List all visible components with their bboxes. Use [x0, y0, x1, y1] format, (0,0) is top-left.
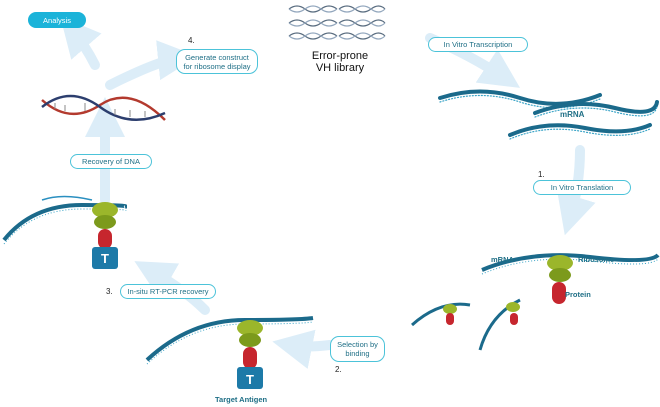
dna-library-icon: [288, 5, 386, 40]
recovery-of-dna-box: Recovery of DNA: [70, 154, 152, 169]
ribosome-label: Ribosome: [578, 255, 615, 264]
dna-helix-icon: [41, 94, 166, 121]
transcription-label: In Vitro Transcription: [443, 40, 513, 49]
rtpcr-label: In-situ RT-PCR recovery: [127, 287, 209, 296]
library-title: Error-prone VH library: [300, 50, 380, 74]
mrna-label-top: mRNA: [560, 110, 585, 119]
in-vitro-translation-box: In Vitro Translation: [533, 180, 631, 195]
rt-pcr-recovery-box: In-situ RT-PCR recovery: [120, 284, 216, 299]
recovery-complex-icon: T: [2, 195, 127, 269]
svg-text:T: T: [246, 372, 254, 387]
selection-by-binding-box: Selection by binding: [330, 336, 385, 362]
target-antigen-label: Target Antigen: [215, 395, 268, 404]
binding-complexes-icon: [411, 298, 521, 351]
step-4-number: 4.: [188, 36, 195, 45]
recovery-label: Recovery of DNA: [82, 157, 140, 166]
step-1-number: 1.: [538, 170, 545, 179]
selection-label: Selection by binding: [337, 340, 378, 358]
step-3-number: 3.: [106, 287, 113, 296]
target-antigen-complex-icon: T: [145, 316, 314, 389]
ribosome-complex-icon: [481, 253, 660, 304]
generate-construct-label: Generate construct for ribosome display: [183, 52, 251, 71]
step-2-number: 2.: [335, 365, 342, 374]
library-title-line1: Error-prone: [311, 50, 369, 62]
mrna-label-right: mRNA: [491, 255, 514, 264]
analysis-badge: Analysis: [28, 12, 86, 28]
library-title-line2: VH library: [315, 62, 365, 74]
translation-label: In Vitro Translation: [550, 183, 614, 192]
generate-construct-box: Generate construct for ribosome display: [176, 49, 258, 74]
mrna-strands-icon: [438, 89, 659, 140]
protein-label: Protein: [565, 290, 591, 299]
in-vitro-transcription-box: In Vitro Transcription: [428, 37, 528, 52]
svg-text:T: T: [101, 251, 109, 266]
